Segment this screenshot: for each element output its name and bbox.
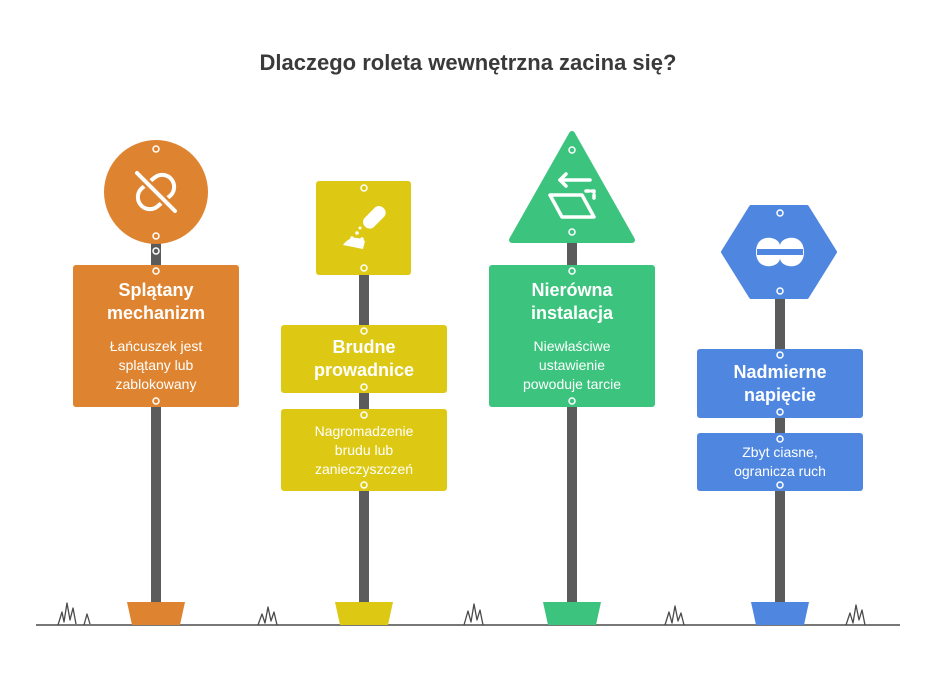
sign-top-square	[316, 181, 411, 275]
page-title: Dlaczego roleta wewnętrzna zacina się?	[259, 50, 677, 75]
sign-description-4: Zbyt ciasne, ogranicza ruch	[734, 444, 826, 479]
sign-panel-4-description: Zbyt ciasne, ogranicza ruch	[697, 433, 863, 491]
sign-description-2: Nagromadzenie brudu lub zanieczyszczeń	[314, 422, 414, 477]
dust-spray-icon	[343, 206, 386, 249]
sign-panel-2-description: Nagromadzenie brudu lub zanieczyszczeń	[281, 409, 447, 491]
tangled-chain-icon	[132, 168, 180, 216]
skewed-frame-icon	[548, 172, 596, 219]
base-4	[751, 602, 809, 625]
sign-top-triangle	[509, 131, 635, 243]
sign-panel-1: Splątany mechanizm Łańcuszek jest spląta…	[73, 265, 239, 407]
base-1	[127, 602, 185, 625]
pole-4	[775, 250, 785, 605]
base-3	[543, 602, 601, 625]
base-2	[335, 602, 393, 625]
tension-icon	[756, 237, 804, 267]
sign-panel-2-heading: Brudne prowadnice	[281, 325, 447, 393]
sign-description-3: Niewłaściwe ustawienie powoduje tarcie	[522, 337, 622, 392]
sign-heading-3: Nierówna instalacja	[530, 279, 614, 323]
sign-description-1: Łańcuszek jest splątany lub zablokowany	[109, 337, 203, 392]
grass-tufts	[57, 602, 866, 626]
sign-heading-2: Brudne prowadnice	[313, 337, 415, 380]
sign-heading-1: Splątany mechanizm	[106, 279, 206, 323]
sign-heading-4: Nadmierne napięcie	[733, 361, 827, 405]
sign-panel-4-heading: Nadmierne napięcie	[697, 349, 863, 418]
sign-panel-3: Nierówna instalacja Niewłaściwe ustawien…	[489, 265, 655, 407]
